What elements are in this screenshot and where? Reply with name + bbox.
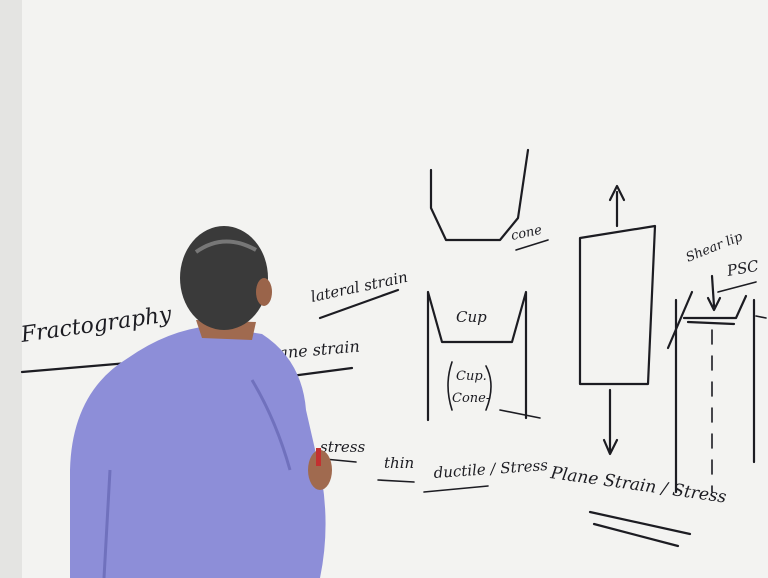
cup-cone-label-2: Cone- — [452, 391, 490, 406]
board-left-edge — [0, 0, 22, 578]
cup-cone-label-1: Cup. — [456, 369, 487, 384]
cup-label: Cup — [456, 308, 487, 326]
stress-label: stress — [320, 438, 365, 456]
lecturer-ear — [256, 278, 272, 306]
marker — [316, 448, 321, 466]
thin-label: thin — [384, 454, 414, 472]
